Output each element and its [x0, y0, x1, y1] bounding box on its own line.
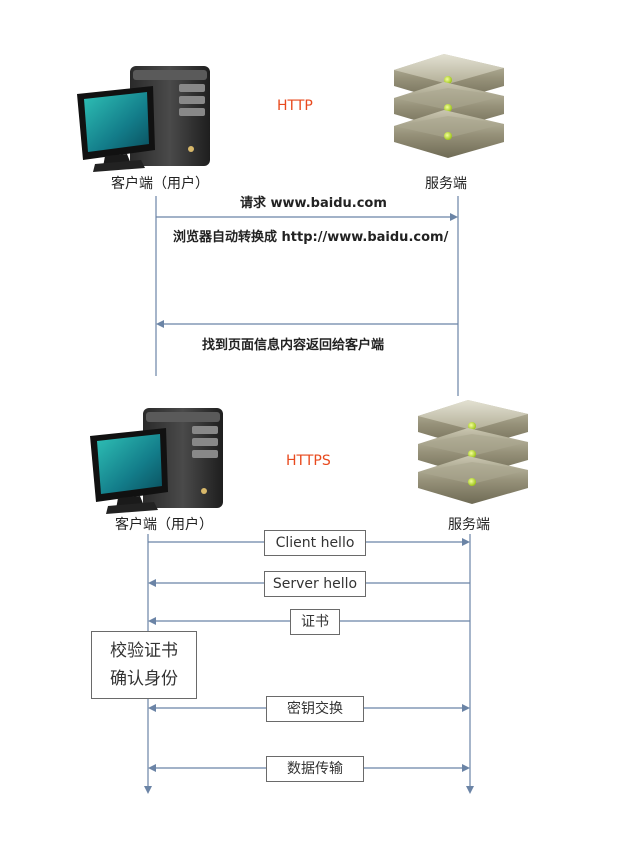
http-message-request: 请求 www.baidu.com [240, 196, 387, 211]
key-exchange-box: 密钥交换 [266, 696, 364, 722]
data-transfer-arrowhead-right [462, 764, 470, 772]
https-server-lifeline-arrowhead [466, 786, 474, 794]
http-server-label: 服务端 [425, 176, 467, 192]
certificate-box: 证书 [290, 609, 340, 635]
client-computer-icon [90, 408, 223, 514]
client-computer-icon [77, 66, 210, 172]
data-transfer-box: 数据传输 [266, 756, 364, 782]
http-message-convert: 浏览器自动转换成 http://www.baidu.com/ [173, 230, 449, 245]
data-transfer-arrowhead-left [148, 764, 156, 772]
server-hello-arrowhead [148, 579, 156, 587]
server-icon [394, 54, 504, 158]
key-exchange-arrowhead-right [462, 704, 470, 712]
certificate-arrowhead [148, 617, 156, 625]
http-request-arrowhead [450, 213, 458, 221]
https-client-lifeline-arrowhead [144, 786, 152, 794]
https-client-label: 客户端（用户） [115, 517, 213, 533]
server-icon [418, 400, 528, 504]
http-response-arrowhead [156, 320, 164, 328]
http-client-label: 客户端（用户） [111, 176, 209, 192]
verify-certificate-box: 校验证书 确认身份 [91, 631, 197, 699]
server-hello-box: Server hello [264, 571, 366, 597]
verify-line-1: 校验证书 [110, 641, 178, 661]
client-hello-arrowhead [462, 538, 470, 546]
https-server-label: 服务端 [448, 517, 490, 533]
http-protocol-label: HTTP [277, 98, 313, 114]
verify-line-2: 确认身份 [110, 669, 178, 689]
key-exchange-arrowhead-left [148, 704, 156, 712]
https-protocol-label: HTTPS [286, 453, 331, 469]
client-hello-box: Client hello [264, 530, 366, 556]
http-message-response: 找到页面信息内容返回给客户端 [202, 338, 385, 353]
